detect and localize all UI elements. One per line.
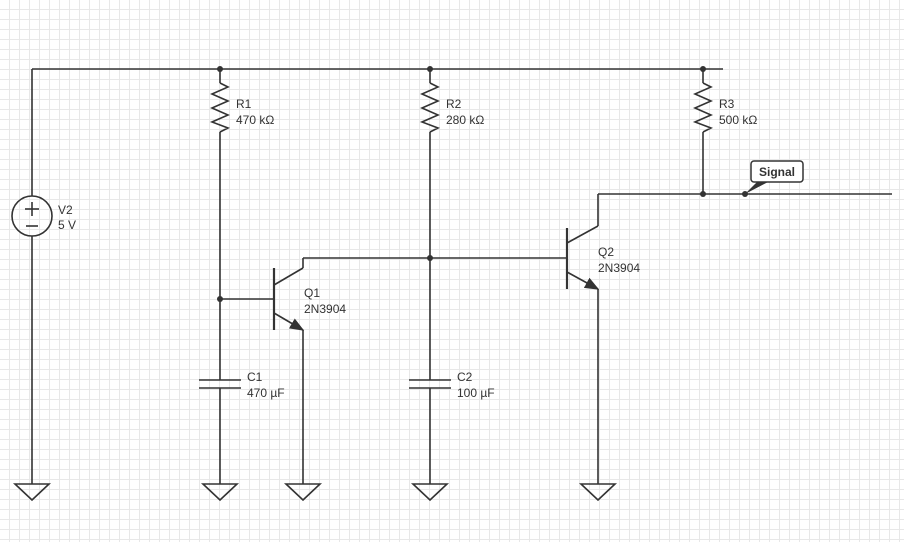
q1-value-label: 2N3904 [304,302,346,316]
q2-collector-lead [566,225,599,244]
capacitor-c2[interactable]: C2 100 µF [409,258,495,484]
q1-name-label: Q1 [304,286,320,300]
resistor-r3[interactable]: R3 500 kΩ [692,69,757,194]
junction-dot [217,66,223,72]
q2-name-label: Q2 [598,245,614,259]
net-label-pointer [745,181,770,194]
capacitor-c1[interactable]: C1 470 µF [199,299,285,484]
resistor-r2[interactable]: R2 280 kΩ [419,69,484,133]
junction-dot [427,66,433,72]
r2-name-label: R2 [446,97,462,111]
voltage-source-v2[interactable]: V2 5 V [11,69,76,484]
ground-symbol [283,483,323,502]
signal-net-label[interactable]: Signal [745,160,804,194]
r3-value-label: 500 kΩ [719,113,757,127]
c1-value-label: 470 µF [247,386,285,400]
ground-symbol [200,483,240,502]
r1-value-label: 470 kΩ [236,113,274,127]
r1-name-label: R1 [236,97,252,111]
ground-symbol [12,483,52,502]
signal-label-text: Signal [759,165,795,179]
junction-dot [700,191,706,197]
v2-name-label: V2 [58,203,73,217]
resistor-symbol [209,82,230,133]
c2-value-label: 100 µF [457,386,495,400]
r3-name-label: R3 [719,97,735,111]
net-label-box [750,160,804,183]
q1-emitter-arrow [273,312,305,331]
q1-collector-lead [273,267,304,286]
junction-dot [217,296,223,302]
resistor-r1[interactable]: R1 470 kΩ [209,69,274,133]
ground-symbol [410,483,450,502]
c2-name-label: C2 [457,370,473,384]
c1-name-label: C1 [247,370,263,384]
resistor-symbol [692,82,713,133]
q2-value-label: 2N3904 [598,261,640,275]
junction-dot [742,191,748,197]
junction-dot [427,255,433,261]
transistor-q1[interactable]: Q1 2N3904 [220,258,346,484]
resistor-symbol [419,82,440,133]
r2-value-label: 280 kΩ [446,113,484,127]
q2-emitter-arrow [566,271,600,290]
junction-dot [700,66,706,72]
ground-symbol [578,483,618,502]
transistor-q2[interactable]: Q2 2N3904 [565,194,640,484]
v2-value-label: 5 V [58,218,76,232]
